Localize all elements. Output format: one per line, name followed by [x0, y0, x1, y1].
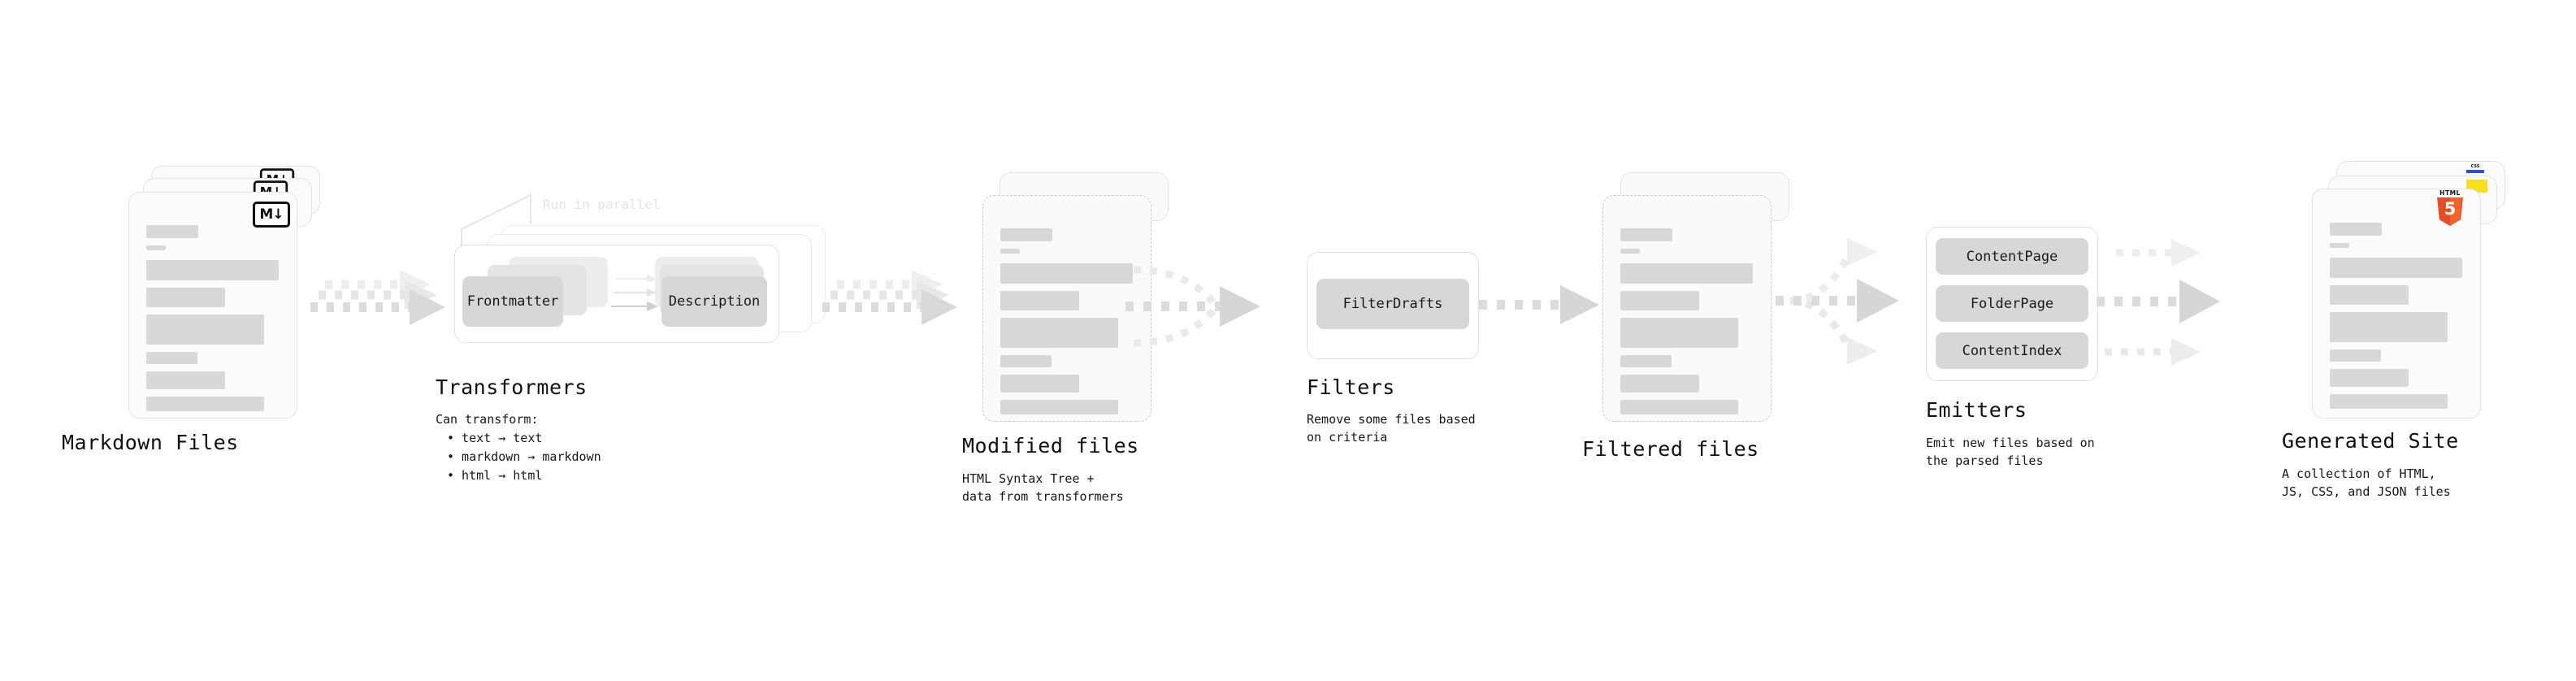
content-line — [146, 245, 166, 250]
file-content-lines — [1000, 228, 1138, 422]
content-line — [1620, 355, 1672, 367]
transformer-inner-arrows — [611, 275, 658, 311]
css-icon-bar — [2466, 170, 2484, 173]
transformer-chip-frontmatter[interactable]: Frontmatter — [462, 276, 563, 327]
run-in-parallel-label: Run in parallel — [543, 197, 661, 212]
content-line — [1000, 375, 1079, 393]
stage-title-transformers: Transformers — [436, 375, 588, 399]
filters-desc: Remove some files based on criteria — [1307, 412, 1476, 445]
html5-icon-number: 5 — [2444, 199, 2457, 219]
content-line — [2330, 285, 2409, 305]
markdown-icon: M↓ — [253, 202, 290, 228]
content-line — [146, 371, 225, 389]
transformers-bullet-3: • html → html — [447, 468, 543, 483]
content-line — [146, 314, 264, 345]
content-line — [2330, 223, 2382, 236]
content-line — [1620, 249, 1640, 254]
file-content-lines — [1620, 228, 1759, 422]
connector-filters-to-filtered — [1479, 285, 1599, 324]
content-line — [1620, 375, 1699, 393]
content-line — [2330, 258, 2462, 278]
emitters-desc: Emit new files based on the parsed files — [1926, 436, 2095, 468]
content-line — [1000, 318, 1118, 348]
content-line — [1000, 355, 1052, 367]
content-line — [1000, 249, 1020, 254]
stage-filtered-files: Filtered files — [1582, 0, 1918, 681]
stage-title-filtered-files: Filtered files — [1582, 437, 1759, 461]
content-line — [1000, 263, 1133, 284]
modified-files-desc: HTML Syntax Tree + data from transformer… — [962, 471, 1124, 504]
content-line — [146, 260, 279, 280]
run-in-parallel-bracket — [461, 193, 531, 255]
content-line — [146, 397, 264, 411]
connector-emitters-to-site — [2097, 239, 2220, 366]
content-line — [1620, 263, 1753, 284]
html5-icon-label: HTML — [2439, 189, 2461, 197]
content-line — [2330, 349, 2381, 362]
content-line — [2330, 312, 2448, 342]
generated-site-desc: A collection of HTML, JS, CSS, and JSON … — [2282, 466, 2451, 499]
file-content-lines — [2330, 223, 2468, 416]
content-line — [146, 225, 198, 238]
stage-transformers: Run in parallel Frontmatter Description … — [436, 0, 861, 681]
stage-title-filters: Filters — [1307, 375, 1395, 399]
emitter-chip-folderpage[interactable]: FolderPage — [1936, 285, 2088, 322]
content-line — [1620, 228, 1672, 241]
content-line — [1620, 400, 1738, 414]
content-line — [1000, 228, 1052, 241]
css-icon: CSS — [2466, 165, 2484, 175]
content-line — [2330, 369, 2409, 387]
content-line — [2330, 243, 2349, 248]
stage-generated-site: CSS HTML 5 Generated Site A collection o… — [2243, 0, 2576, 681]
content-line — [1000, 291, 1079, 310]
transformers-bullet-2: • markdown → markdown — [447, 449, 601, 464]
connector-transformers-to-modified — [822, 270, 957, 325]
content-line — [1620, 291, 1699, 310]
content-line — [2330, 394, 2448, 409]
emitter-chip-contentindex[interactable]: ContentIndex — [1936, 332, 2088, 369]
transformers-desc: Can transform: — [436, 412, 539, 427]
css-icon-label: CSS — [2470, 164, 2480, 169]
transformers-bullet-1: • text → text — [447, 431, 543, 445]
html5-icon: HTML 5 — [2436, 190, 2464, 226]
content-line — [146, 352, 197, 364]
stage-title-generated-site: Generated Site — [2282, 429, 2459, 453]
content-line — [1000, 400, 1118, 414]
html5-icon-shield: 5 — [2437, 197, 2463, 226]
stage-title-markdown-files: Markdown Files — [62, 431, 239, 454]
connector-md-to-transformers — [310, 270, 445, 325]
content-line — [1620, 318, 1738, 348]
stage-filters: FilterDrafts Filters Remove some files b… — [1268, 0, 1576, 681]
connector-filtered-to-emitters — [1776, 238, 1899, 365]
content-line — [146, 288, 225, 307]
stage-emitters: ContentPage FolderPage ContentIndex Emit… — [1918, 0, 2243, 681]
filter-chip-filterdrafts[interactable]: FilterDrafts — [1316, 279, 1469, 329]
stage-title-modified-files: Modified files — [962, 434, 1139, 458]
stage-title-emitters: Emitters — [1926, 398, 2027, 422]
connector-modified-to-filters — [1125, 266, 1260, 347]
file-content-lines — [146, 225, 284, 419]
emitter-chip-contentpage[interactable]: ContentPage — [1936, 238, 2088, 275]
stage-modified-files: Modified files HTML Syntax Tree + data f… — [943, 0, 1268, 681]
transformer-chip-description[interactable]: Description — [661, 276, 767, 327]
stage-markdown-files: M↓ M↓ M↓ Markdown Files — [0, 0, 325, 681]
